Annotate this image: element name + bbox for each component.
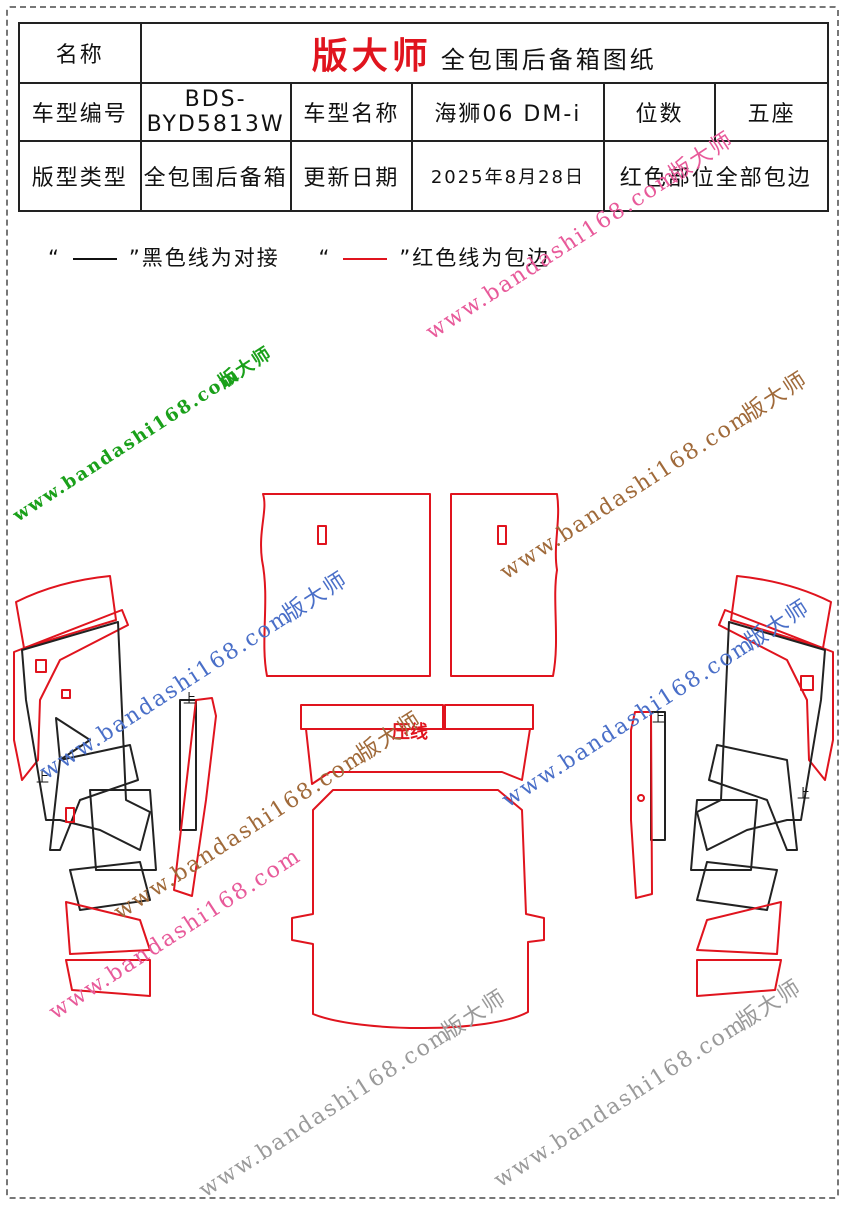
seats-label: 位数 bbox=[602, 82, 717, 142]
watermark-brown-1-brand: 版大师 bbox=[739, 367, 813, 427]
legend-red-text: ”红色线为包边 bbox=[399, 246, 551, 270]
watermark-pink-1: www.bandashi168.com 版大师 bbox=[422, 127, 739, 345]
right-wheel-panel bbox=[718, 609, 834, 781]
watermark-blue-1-url: www.bandashi168.com bbox=[36, 603, 297, 785]
press-line-label: 压线 bbox=[392, 721, 428, 742]
watermark-brown-2: www.bandashi168.com 版大师 bbox=[110, 707, 427, 925]
title-rest: 全包围后备箱图纸 bbox=[440, 46, 657, 74]
type-label: 版型类型 bbox=[18, 140, 142, 212]
model-label: 车型名称 bbox=[289, 82, 414, 142]
right-bottom-panel-2 bbox=[696, 959, 782, 997]
left-tall-panel bbox=[21, 621, 151, 851]
left-vertical-trim bbox=[179, 699, 197, 831]
note-value: 红色部位全部包边 bbox=[602, 140, 830, 212]
floor-middle-panel bbox=[305, 728, 531, 785]
watermark-green-brand: 版大师 bbox=[214, 342, 276, 393]
model-value: 海狮06 DM-i bbox=[411, 82, 605, 142]
legend-black-line bbox=[72, 258, 117, 260]
left-bottom-panel-2 bbox=[65, 959, 151, 997]
brand-title: 版大师 bbox=[311, 36, 432, 77]
watermark-layer: www.bandashi168.com 版大师 www.bandashi168.… bbox=[8, 127, 815, 1203]
up-mark-right-2: 上 bbox=[797, 787, 810, 802]
watermark-gray-1-brand: 版大师 bbox=[438, 985, 512, 1045]
right-wheel-arch bbox=[708, 744, 798, 851]
up-mark-left-2: 上 bbox=[36, 771, 49, 786]
right-vertical-trim bbox=[650, 711, 666, 841]
left-bottom-panel-1 bbox=[65, 901, 151, 955]
left-pillar-panel bbox=[173, 697, 217, 897]
watermark-brown-1: www.bandashi168.com 版大师 bbox=[496, 367, 813, 585]
right-upper-panel bbox=[730, 575, 832, 649]
line-legend: “ ”黑色线为对接 “ ”红色线为包边 bbox=[48, 242, 550, 272]
page-frame bbox=[6, 6, 839, 1199]
seats-value: 五座 bbox=[714, 82, 829, 142]
watermark-blue-2-url: www.bandashi168.com bbox=[498, 631, 759, 813]
left-hole-1 bbox=[35, 659, 47, 673]
watermark-blue-2-brand: 版大师 bbox=[741, 595, 815, 655]
date-value: 2025年8月28日 bbox=[411, 140, 605, 212]
left-hole-2 bbox=[61, 689, 71, 699]
sheet-title: 版大师 全包围后备箱图纸 bbox=[139, 22, 830, 84]
right-hole-2 bbox=[637, 794, 645, 802]
watermark-gray-1: www.bandashi168.com 版大师 bbox=[195, 985, 512, 1203]
watermark-gray-2: www.bandashi168.com 版大师 bbox=[490, 975, 807, 1193]
left-wheel-panel bbox=[13, 609, 129, 781]
code-label: 车型编号 bbox=[18, 82, 142, 142]
watermark-gray-2-url: www.bandashi168.com bbox=[490, 1011, 751, 1193]
watermark-pink-1-brand: 版大师 bbox=[665, 127, 739, 187]
left-hole-3 bbox=[65, 807, 75, 823]
watermark-green-url: www.bandashi168.com bbox=[8, 363, 244, 526]
left-lower-cover bbox=[89, 789, 157, 871]
left-upper-panel bbox=[15, 575, 117, 649]
watermark-blue-1-brand: 版大师 bbox=[279, 567, 353, 627]
watermark-gray-2-brand: 版大师 bbox=[733, 975, 807, 1035]
watermark-green: www.bandashi168.com 版大师 bbox=[8, 342, 276, 527]
watermark-pink-1-url: www.bandashi168.com bbox=[422, 163, 683, 345]
seatback-right-slot bbox=[497, 525, 507, 545]
seatback-right-panel bbox=[450, 493, 560, 677]
up-mark-right-1: 上 bbox=[652, 711, 665, 726]
right-pillar-panel bbox=[630, 711, 653, 899]
right-hole-1 bbox=[800, 675, 814, 691]
left-wheel-arch bbox=[49, 744, 139, 851]
left-arch-piece bbox=[55, 717, 91, 761]
right-floor-side bbox=[696, 861, 778, 911]
up-mark-left-1: 上 bbox=[183, 692, 196, 707]
left-floor-side bbox=[69, 861, 151, 911]
right-bottom-panel-1 bbox=[696, 901, 782, 955]
seatback-left-slot bbox=[317, 525, 327, 545]
right-lower-cover bbox=[690, 799, 758, 871]
legend-red-line bbox=[343, 258, 388, 260]
seatback-left-panel bbox=[260, 493, 431, 677]
legend-black-text: ”黑色线为对接 bbox=[128, 246, 280, 270]
legend-black-open: “ bbox=[48, 246, 61, 270]
name-label: 名称 bbox=[18, 22, 142, 84]
floor-main-panel bbox=[291, 789, 545, 1029]
legend-red-open: “ bbox=[318, 246, 332, 270]
watermark-blue-2: www.bandashi168.com 版大师 bbox=[498, 595, 815, 813]
floor-strip-right bbox=[444, 704, 534, 730]
type-value: 全包围后备箱 bbox=[139, 140, 292, 212]
right-tall-panel bbox=[696, 621, 826, 851]
code-value: BDS-BYD5813W bbox=[139, 82, 292, 142]
watermark-gray-1-url: www.bandashi168.com bbox=[195, 1021, 456, 1203]
date-label: 更新日期 bbox=[289, 140, 414, 212]
info-table: 名称 版大师 全包围后备箱图纸 车型编号 BDS-BYD5813W 车型名称 海… bbox=[18, 22, 830, 212]
